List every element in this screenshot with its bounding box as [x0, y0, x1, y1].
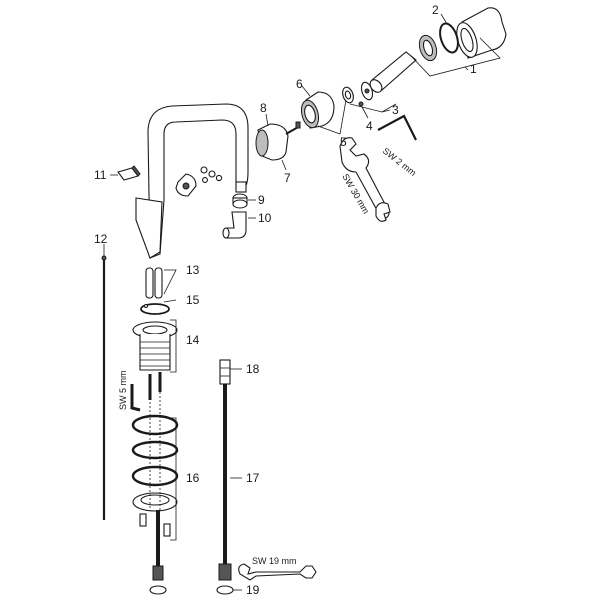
callout-17: 17	[246, 471, 260, 485]
part-6-cover-cap	[300, 91, 335, 129]
part-screws	[139, 513, 171, 537]
callout-5: 5	[340, 135, 347, 149]
label-hex-key-5mm: SW 5 mm	[118, 371, 128, 411]
part-7-cartridge	[255, 121, 301, 161]
callout-10: 10	[258, 211, 272, 225]
part-3-spindle-extension	[342, 51, 417, 104]
part-1-escutcheon-sleeve	[456, 7, 507, 59]
callout-15: 15	[186, 293, 200, 307]
callout-2: 2	[432, 3, 439, 17]
label-hex-key-2mm: SW 2 mm	[381, 146, 418, 178]
callout-7: 7	[284, 171, 291, 185]
part-10-elbow-connector	[222, 211, 247, 239]
part-small-o-rings	[200, 166, 223, 183]
callout-16: 16	[186, 471, 200, 485]
part-12-lift-rod	[101, 255, 107, 520]
part-16-mounting-set	[131, 392, 179, 512]
part-14-threaded-base	[132, 321, 178, 371]
callout-1: 1	[470, 62, 477, 76]
callout-11: 11	[94, 168, 107, 182]
part-spout-aerator	[235, 181, 247, 193]
part-9-nut	[232, 193, 248, 209]
part-nut-ring	[418, 34, 438, 62]
part-11-clip	[117, 165, 141, 181]
callout-4: 4	[366, 119, 373, 133]
part-mixer-insert	[175, 173, 197, 197]
callout-14: 14	[186, 333, 200, 347]
callout-12: 12	[94, 232, 108, 246]
part-13-threaded-studs	[145, 267, 163, 299]
part-4-set-screw	[358, 101, 364, 107]
part-2-o-ring	[439, 22, 459, 54]
hex-key-2mm	[377, 114, 417, 141]
part-17-supply-hose	[218, 384, 232, 581]
part-19-washers	[149, 585, 234, 595]
callout-18: 18	[246, 362, 260, 376]
callout-3: 3	[392, 103, 399, 117]
part-threaded-rod	[148, 372, 162, 400]
label-wrench-19mm: SW 19 mm	[252, 556, 297, 566]
callout-6: 6	[296, 77, 303, 91]
part-18-hose-fitting	[219, 359, 231, 385]
hex-key-5mm	[130, 384, 141, 412]
callout-13: 13	[186, 263, 200, 277]
callout-9: 9	[258, 193, 265, 207]
part-15-o-ring	[140, 303, 170, 315]
wrench-19mm	[238, 563, 317, 581]
supply-hose-left	[152, 510, 164, 581]
wrench-30mm	[339, 137, 391, 222]
callout-19: 19	[246, 583, 260, 597]
callout-8: 8	[260, 101, 267, 115]
